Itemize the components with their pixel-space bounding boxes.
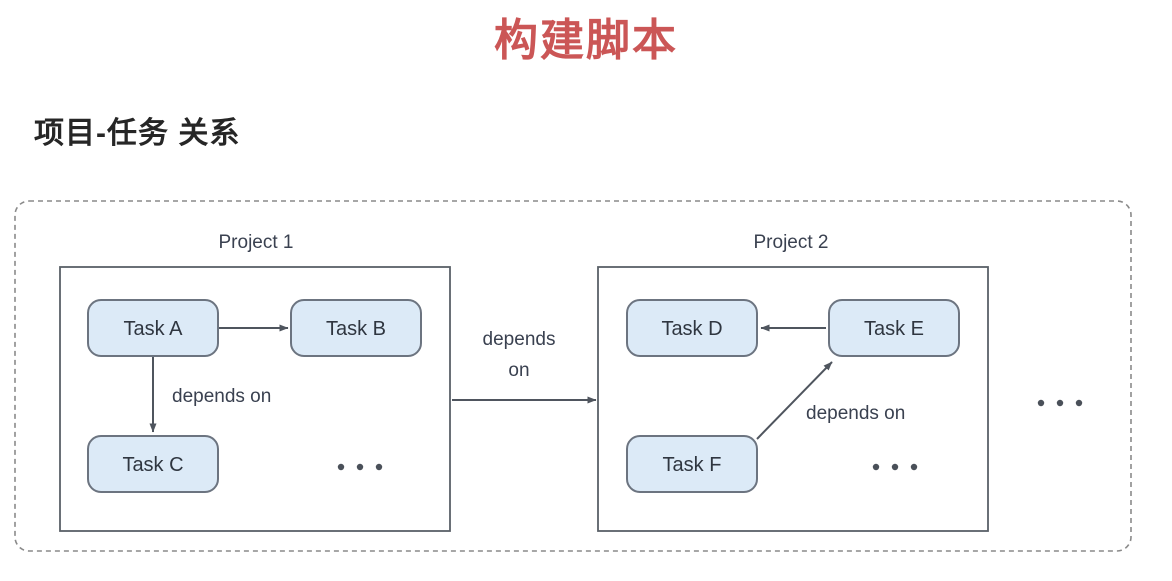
task-a-label: Task A (124, 318, 184, 340)
project-1-ellipsis (337, 463, 383, 471)
task-node-task-c[interactable]: Task C (87, 435, 219, 493)
project-1-box (59, 266, 451, 532)
edge-label-task-a-to-task-c: depends on (172, 386, 271, 407)
task-node-task-d[interactable]: Task D (626, 299, 758, 357)
task-node-task-a[interactable]: Task A (87, 299, 219, 357)
task-a-shape (87, 299, 219, 357)
slide-title: 构建脚本 (494, 16, 678, 65)
edge-label-task-f-to-task-e: depends on (806, 403, 905, 424)
project-2-ellipsis (872, 463, 918, 471)
task-node-task-f[interactable]: Task F (626, 435, 758, 493)
project-1-label: Project 1 (219, 232, 294, 253)
task-node-task-e[interactable]: Task E (828, 299, 960, 357)
all-projects-container (14, 200, 1132, 552)
edge-task-f-to-task-e (756, 361, 833, 440)
task-e-shape (828, 299, 960, 357)
project-2-box (597, 266, 989, 532)
task-e-label: Task E (864, 318, 924, 340)
cross-project-edge-label-line2: on (508, 360, 529, 381)
more-projects-ellipsis (1037, 399, 1083, 407)
task-f-label: Task F (663, 454, 722, 476)
task-d-label: Task D (661, 318, 722, 340)
project-task-relationship-diagram: Project 1 Task A Task B Task C depends o… (0, 186, 1172, 566)
project-2-label: Project 2 (754, 232, 829, 253)
task-f-shape (626, 435, 758, 493)
cross-project-edge-label-line1: depends (483, 329, 556, 350)
task-b-shape (290, 299, 422, 357)
task-b-label: Task B (326, 318, 386, 340)
task-c-shape (87, 435, 219, 493)
task-d-shape (626, 299, 758, 357)
section-heading: 项目-任务 关系 (34, 117, 241, 150)
task-node-task-b[interactable]: Task B (290, 299, 422, 357)
task-c-label: Task C (122, 454, 183, 476)
